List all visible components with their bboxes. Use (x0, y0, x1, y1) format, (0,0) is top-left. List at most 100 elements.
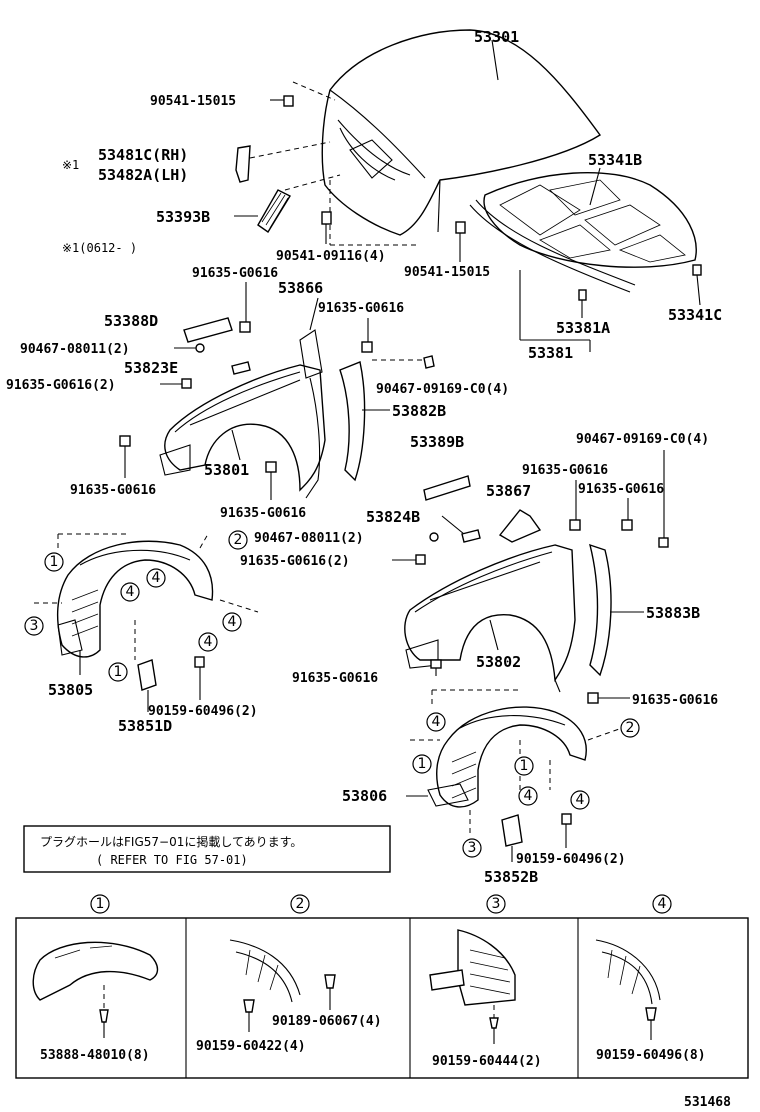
label-clip-lh-2: 91635-G0616(2) (6, 378, 116, 393)
clip-icon (239, 321, 251, 333)
label-bolt-hood-mid: 90541-09116(4) (276, 249, 386, 264)
label-seal-rh: 53389B (410, 433, 464, 451)
label-hood: 53301 (474, 28, 519, 46)
svg-text:1: 1 (96, 896, 105, 912)
label-seal-hood-assy: 53381 (528, 344, 573, 362)
detail-3-drawing (429, 929, 516, 1044)
label-clip-side: 91635-G0616 (318, 301, 404, 316)
liner-rh-part (427, 706, 587, 808)
screw-icon (429, 532, 439, 542)
clip-icon (181, 378, 192, 389)
apron-seal-lh-part (339, 361, 366, 482)
svg-text:3: 3 (30, 618, 39, 634)
label-clip-fender-top: 91635-G0616 (192, 266, 278, 281)
screw-icon (194, 656, 205, 668)
label-screw-rh: 90467-08011(2) (254, 531, 364, 546)
callout-4-icon: 4 (426, 712, 446, 732)
svg-text:1: 1 (50, 554, 59, 570)
svg-text:3: 3 (492, 896, 501, 912)
label-clip-lower-lh2: 91635-G0616 (220, 506, 306, 521)
svg-text:4: 4 (658, 896, 667, 912)
label-clip-lower-lh: 91635-G0616 (70, 483, 156, 498)
callout-4-icon: 4 (652, 894, 672, 914)
svg-text:2: 2 (296, 896, 305, 912)
bolt-icon (321, 211, 332, 225)
label-note-range: ※1(0612- ) (62, 241, 137, 255)
label-detail-2-screw-a: 90189-06067(4) (272, 1014, 382, 1029)
callout-1-icon: 1 (412, 754, 432, 774)
label-hinge-seal: 53393B (156, 208, 210, 226)
clip-icon (361, 341, 373, 353)
label-detail-4-screw: 90159-60496(8) (596, 1048, 706, 1063)
liner-lh-part (56, 540, 214, 658)
svg-text:4: 4 (228, 614, 237, 630)
label-pad-lh: 53823E (124, 359, 178, 377)
callout-1-icon: 1 (90, 894, 110, 914)
callout-4-icon: 4 (120, 582, 140, 602)
callout-2-icon: 2 (228, 530, 248, 550)
svg-text:4: 4 (126, 584, 135, 600)
emblem-part (235, 145, 251, 183)
hood-seal-part (469, 199, 636, 293)
note-japanese: プラグホールはFIG57−01に掲載してあります。 (40, 834, 302, 849)
callout-2-icon: 2 (290, 894, 310, 914)
callout-3-icon: 3 (24, 616, 44, 636)
detail-4-drawing (595, 939, 661, 1040)
label-bracket-rh: 53867 (486, 482, 531, 500)
clip-icon (658, 537, 669, 548)
callout-2-icon: 2 (620, 718, 640, 738)
pad-part (231, 361, 251, 375)
label-liner-lh: 53805 (48, 681, 93, 699)
label-clip-insulator: 53341C (668, 306, 722, 324)
bolt-icon (455, 221, 466, 234)
label-screw-liner-rh: 90159-60496(2) (516, 852, 626, 867)
label-fender-lh: 53801 (204, 461, 249, 479)
label-clip-rh-lower: 91635-G0616 (292, 671, 378, 686)
callout-4-icon: 4 (570, 790, 590, 810)
detail-2-drawing (229, 939, 336, 1032)
callout-4-icon: 4 (198, 632, 218, 652)
label-clip-apron: 90467-09169-C0(4) (376, 382, 509, 397)
figure-number: 531468 (684, 1095, 731, 1110)
label-clip-rh-bottom: 91635-G0616 (632, 693, 718, 708)
label-screw-liner-lh: 90159-60496(2) (148, 704, 258, 719)
label-clip-rh-2: 91635-G0616(2) (240, 554, 350, 569)
label-emblem-lh: 53482A(LH) (98, 166, 188, 184)
svg-text:3: 3 (468, 840, 477, 856)
label-detail-3-screw: 90159-60444(2) (432, 1054, 542, 1069)
label-fender-rh: 53802 (476, 653, 521, 671)
label-clip-rh-top2: 91635-G0616 (578, 482, 664, 497)
mudguard-lh-part (137, 659, 157, 691)
label-liner-rh: 53806 (342, 787, 387, 805)
label-pad-rh: 53824B (366, 508, 420, 526)
clip-icon (578, 289, 587, 301)
label-seal-fender: 53388D (104, 312, 158, 330)
label-bolt-hood-right: 90541-15015 (404, 265, 490, 280)
note-english: ( REFER TO FIG 57-01) (96, 853, 248, 867)
svg-text:4: 4 (152, 570, 161, 586)
callout-3-icon: 3 (462, 838, 482, 858)
hinge-seal-part (257, 189, 291, 234)
label-detail-1-part: 53888-48010(8) (40, 1048, 150, 1063)
label-emblem-rh: 53481C(RH) (98, 146, 188, 164)
fender-lh-part (159, 329, 326, 499)
label-apron-seal-lh: 53882B (392, 402, 446, 420)
hood-drawing (321, 29, 602, 246)
clip-icon (621, 519, 633, 531)
label-clip-apron-rh: 90467-09169-C0(4) (576, 432, 709, 447)
callout-4-icon: 4 (222, 612, 242, 632)
label-mudguard-rh: 53852B (484, 868, 538, 886)
label-note-mark: ※1 (62, 158, 79, 172)
label-apron-seal-rh: 53883B (646, 604, 700, 622)
callout-1-icon: 1 (514, 756, 534, 776)
svg-text:1: 1 (114, 664, 123, 680)
apron-seal-rh-part (589, 543, 612, 677)
label-detail-2-screw-b: 90159-60422(4) (196, 1039, 306, 1054)
callout-1-icon: 1 (44, 552, 64, 572)
pad-part (461, 529, 481, 543)
detail-1-drawing (32, 941, 159, 1038)
bracket-rh-part (498, 509, 542, 543)
label-bracket-lh: 53866 (278, 279, 323, 297)
callout-1-icon: 1 (108, 662, 128, 682)
